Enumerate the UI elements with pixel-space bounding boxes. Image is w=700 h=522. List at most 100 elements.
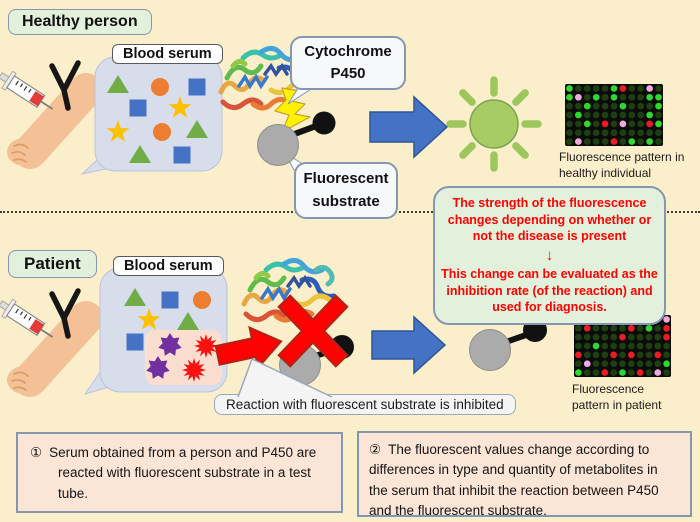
array-spot [655, 138, 662, 145]
array-spot [619, 369, 626, 376]
array-spot [610, 102, 618, 110]
array-spot [627, 369, 635, 376]
array-spot [636, 342, 644, 350]
array-spot [592, 369, 600, 376]
array-spot [637, 129, 645, 137]
serum-triangle-icon [186, 120, 208, 138]
array-spot [583, 342, 591, 350]
explanation-box: The strength of the fluorescence changes… [433, 186, 666, 325]
array-spot [574, 111, 582, 119]
serum-triangle-icon [177, 312, 199, 330]
array-spot [601, 85, 609, 92]
serum-burst-icon [182, 358, 206, 382]
array-spot [645, 324, 653, 332]
array-spot [601, 129, 609, 137]
array-spot [637, 102, 645, 110]
inhibited-label-tail [237, 357, 333, 398]
array-spot [654, 324, 662, 332]
array-spot [592, 360, 600, 368]
array-spot [646, 102, 654, 110]
serum-burst-icon [194, 334, 218, 358]
note-2-text: The fluorescent values change according … [369, 442, 659, 518]
blood-serum-label-healthy: Blood serum [112, 44, 223, 64]
array-spot [592, 351, 600, 359]
array-spot [601, 120, 609, 128]
array-spot [583, 129, 591, 137]
array-spot [566, 120, 573, 128]
array-spot [566, 102, 573, 110]
glow-core [469, 99, 519, 149]
array-spot [592, 85, 600, 92]
right-arrow-icon-healthy [369, 95, 449, 159]
array-spot [636, 369, 644, 376]
array-spot [583, 333, 591, 341]
array-spot [627, 360, 635, 368]
array-spot [601, 324, 609, 332]
array-spot [574, 129, 582, 137]
serum-square-icon [161, 291, 179, 309]
array-spot [610, 85, 618, 92]
patient-label: Patient [8, 250, 97, 278]
array-spot [619, 138, 627, 145]
array-spot [601, 342, 609, 350]
array-spot [636, 324, 644, 332]
array-spot [601, 102, 609, 110]
array-spot [575, 342, 582, 350]
array-spot [583, 93, 591, 101]
array-spot [601, 360, 609, 368]
array-spot [566, 85, 573, 92]
microarray-patient [574, 315, 671, 377]
substrate-black-sphere [312, 111, 336, 135]
serum-star-icon [137, 308, 161, 330]
array-spot [637, 138, 645, 145]
fluorescence-glow-icon [446, 76, 542, 172]
array-spot [592, 342, 600, 350]
array-spot [592, 129, 600, 137]
array-spot [574, 138, 582, 145]
array-spot [601, 369, 609, 376]
note-2-number: ② [369, 442, 382, 457]
array-spot [592, 102, 600, 110]
fluorescent-substrate-label: Fluorescent substrate [294, 162, 398, 219]
serum-virus-icon [146, 356, 170, 379]
array-spot [654, 342, 662, 350]
reaction-inhibited-label: Reaction with fluorescent substrate is i… [214, 394, 516, 415]
array-spot [601, 138, 609, 145]
array-spot [645, 333, 653, 341]
array-spot [583, 102, 591, 110]
array-spot [655, 120, 662, 128]
array-spot [575, 351, 582, 359]
array-spot [592, 120, 600, 128]
array-spot [663, 324, 670, 332]
array-spot [566, 111, 573, 119]
array-spot [663, 333, 670, 341]
array-spot [627, 333, 635, 341]
array-spot [610, 360, 618, 368]
substrate-gray-sphere [469, 329, 511, 371]
array-spot [654, 360, 662, 368]
patient-array-caption: Fluorescence pattern in patient [572, 382, 662, 412]
serum-triangle-icon [107, 75, 129, 93]
array-spot [654, 369, 662, 376]
array-spot [654, 333, 662, 341]
array-spot [619, 360, 626, 368]
array-spot [610, 333, 618, 341]
serum-triangle-icon [124, 288, 146, 306]
healthy-person-label: Healthy person [8, 9, 152, 35]
array-spot [637, 85, 645, 92]
array-spot [574, 93, 582, 101]
array-spot [645, 342, 653, 350]
array-spot [637, 111, 645, 119]
array-spot [566, 93, 573, 101]
array-spot [592, 111, 600, 119]
note-1-number: ① [30, 445, 43, 460]
array-spot [610, 93, 618, 101]
array-spot [574, 85, 582, 92]
array-spot [583, 85, 591, 92]
array-spot [583, 138, 591, 145]
blocked-reaction-x-icon [277, 294, 349, 368]
glow-rays [446, 76, 542, 172]
array-spot [575, 324, 582, 332]
serum-star-icon [168, 96, 192, 118]
array-spot [583, 120, 591, 128]
